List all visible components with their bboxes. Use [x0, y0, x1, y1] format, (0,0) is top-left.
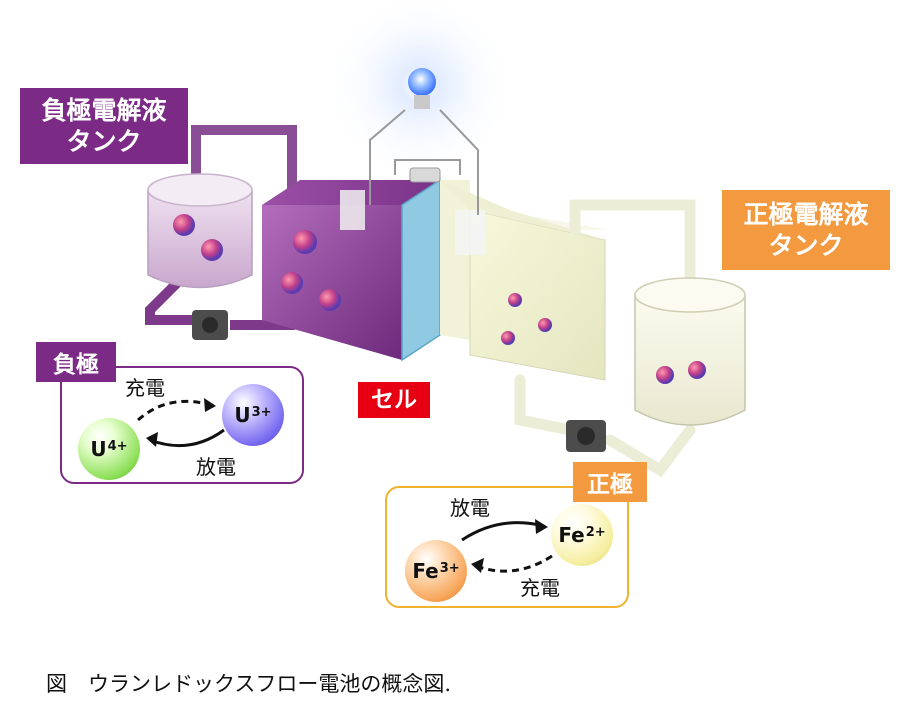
positive-pipe-bottom: [514, 374, 576, 436]
negative-pump: [192, 310, 228, 340]
light-bulb: [408, 68, 436, 96]
ion-fe2-symbol: Fe: [558, 523, 585, 547]
cell-positive-chamber: [440, 180, 610, 381]
negative-tank-label: 負極電解液 タンク: [20, 88, 188, 164]
positive-electrolyte-tank: [634, 277, 746, 426]
positive-charge-label: 充電: [520, 576, 560, 600]
negative-pipe-top: [191, 125, 297, 215]
resistor: [409, 167, 441, 183]
negative-charge-label: 充電: [125, 376, 165, 400]
ion-u3-symbol: U: [234, 403, 251, 427]
positive-discharge-arrow: [461, 521, 545, 542]
ion-fe3-symbol: Fe: [412, 559, 439, 583]
negative-electrode-tag: 負極: [36, 342, 116, 382]
negative-discharge-arrow: [149, 428, 225, 448]
positive-tank-label: 正極電解液 タンク: [722, 190, 890, 270]
negative-tank-label-line1: 負極電解液: [41, 95, 167, 125]
positive-pipe-top: [569, 199, 696, 296]
positive-electrode-tag: 正極: [573, 462, 647, 502]
positive-charge-arrow: [475, 554, 553, 573]
ion-u4-symbol: U: [90, 437, 107, 461]
circuit-wires: [369, 109, 479, 215]
positive-discharge-label: 放電: [450, 496, 490, 520]
positive-tank-label-line2: タンク: [768, 231, 844, 260]
ion-u4-charge: 4+: [107, 438, 128, 454]
figure-caption: 図 ウランレドックスフロー電池の概念図.: [46, 672, 452, 696]
positive-pump: [566, 420, 606, 452]
ion-fe3-charge: 3+: [439, 560, 460, 576]
negative-discharge-label: 放電: [196, 455, 236, 479]
cell-negative-chamber: [262, 180, 440, 360]
negative-pipe-bottom: [145, 277, 205, 325]
negative-tank-label-line2: タンク: [66, 127, 142, 156]
ion-u3-charge: 3+: [251, 404, 272, 420]
ion-fe2-charge: 2+: [585, 524, 606, 540]
negative-electrolyte-tank: [147, 173, 253, 289]
cell-label: セル: [358, 382, 430, 418]
positive-pipe-return: [604, 424, 696, 478]
positive-tank-label-line1: 正極電解液: [743, 199, 869, 229]
